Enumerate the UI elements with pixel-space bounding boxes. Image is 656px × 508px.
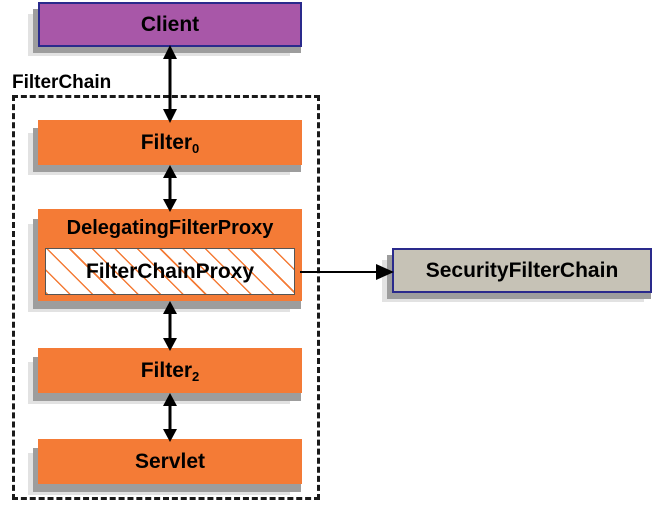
node-securityfilterchain[interactable]: SecurityFilterChain [392, 248, 652, 293]
node-securityfilterchain-label: SecurityFilterChain [425, 258, 619, 282]
connector-filter0-delegatingfilterproxy [158, 165, 182, 212]
filterchain-group-box [12, 95, 320, 500]
node-filter0[interactable]: Filter0 [38, 120, 302, 165]
connector-client-filter0 [158, 45, 182, 123]
node-servlet[interactable]: Servlet [38, 439, 302, 484]
node-servlet-label: Servlet [134, 449, 206, 473]
node-filter0-label: Filter0 [140, 130, 200, 156]
node-filterchainproxy[interactable]: FilterChainProxy [45, 248, 295, 295]
node-filter2-subscript: 2 [192, 368, 200, 384]
connector-filter2-servlet [158, 393, 182, 442]
node-client-label: Client [140, 12, 200, 36]
filterchain-group-label: FilterChain [10, 72, 114, 94]
node-filter0-subscript: 0 [192, 140, 200, 156]
node-delegatingfilterproxy-label: DelegatingFilterProxy [66, 216, 274, 239]
node-filter2[interactable]: Filter2 [38, 348, 302, 393]
connector-filterchainproxy-securityfilterchain [300, 262, 394, 282]
node-delegatingfilterproxy[interactable]: DelegatingFilterProxy FilterChainProxy [38, 209, 302, 301]
node-filterchainproxy-label: FilterChainProxy [85, 259, 255, 283]
node-filter2-label: Filter2 [140, 358, 200, 384]
node-client[interactable]: Client [38, 2, 302, 47]
connector-delegatingfilterproxy-filter2 [158, 301, 182, 351]
